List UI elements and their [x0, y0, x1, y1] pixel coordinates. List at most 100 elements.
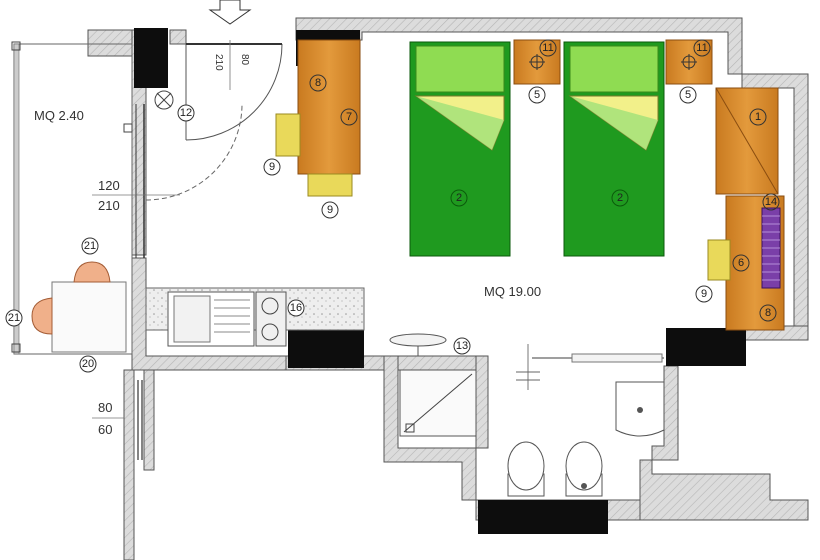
doors: 80 210 120 210 80 60 [92, 0, 664, 460]
marker-chair-1-label: 9 [269, 161, 275, 173]
marker-lamp-2-label: 11 [696, 42, 707, 54]
wall-bathroom-right [639, 365, 809, 521]
marker-chair-3: 9 [695, 285, 713, 303]
shower-drain [405, 423, 415, 433]
bidet [565, 441, 603, 497]
marker-chair-1: 9 [263, 158, 281, 176]
marker-radiator-label: 14 [765, 196, 777, 208]
balcony-corner-tr [123, 123, 133, 133]
wall-shower-right [475, 355, 489, 449]
balcony-door-swing [145, 103, 243, 201]
marker-sink: 13 [453, 337, 471, 355]
column-bottom [478, 500, 608, 534]
marker-bed-2: 2 [611, 189, 629, 207]
marker-bed-2-label: 2 [617, 192, 623, 204]
column-entrance-left [134, 28, 168, 88]
marker-nightstand-1: 5 [528, 86, 546, 104]
bathroom [399, 369, 665, 497]
markers: 1 2 2 5 5 6 7 8 8 9 9 9 11 11 12 13 14 1… [5, 39, 780, 373]
marker-balcony-chair-2: 21 [5, 309, 23, 327]
marker-light-switch: 12 [177, 104, 195, 122]
marker-wardrobe: 1 [749, 108, 767, 126]
towel-rail-icon [516, 371, 540, 381]
marker-desk-label: 6 [738, 257, 744, 269]
balcony-chair-top [73, 261, 111, 283]
marker-bed-1-label: 2 [456, 192, 462, 204]
kitchenette [145, 287, 365, 347]
bathroom-door-dim-line1: 80 [98, 400, 112, 415]
balcony-door-dim-line2: 210 [98, 198, 120, 213]
chair-left-shelf [275, 113, 301, 157]
bed-2-pillow [569, 45, 659, 93]
marker-nightstand-2: 5 [679, 86, 697, 104]
column-kitchen [288, 330, 364, 368]
shower-diagonal [403, 373, 473, 433]
marker-radiator: 14 [762, 193, 780, 211]
marker-table: 20 [79, 355, 97, 373]
furniture [275, 39, 785, 356]
kitchen-drainboard [214, 299, 250, 333]
entrance-door-dim-line1: 80 [239, 54, 250, 66]
marker-mini-bar-right: 8 [759, 304, 777, 322]
wall-top-left [87, 29, 133, 57]
kitchen-sink-basin [173, 295, 211, 343]
marker-chair-2-label: 9 [327, 204, 333, 216]
radiator-fins [762, 215, 780, 281]
marker-balcony-chair-1: 21 [81, 237, 99, 255]
bed-2-sheet-fold-2 [570, 96, 658, 150]
balcony-corner-tl [11, 41, 21, 51]
entrance-door-swing [185, 43, 283, 141]
kitchen-stove [255, 291, 287, 347]
washbasin-13 [389, 333, 447, 347]
entrance-arrow-icon [208, 0, 252, 25]
entrance-door-dim-line2: 210 [213, 54, 224, 71]
wardrobe-diagonal [715, 87, 779, 195]
column-right [666, 328, 746, 366]
bed-1-sheet-fold-2 [416, 96, 504, 150]
marker-bed-1: 2 [450, 189, 468, 207]
marker-mini-bar-right-label: 8 [765, 307, 771, 319]
marker-lamp-1: 11 [539, 39, 557, 57]
chair-desk [707, 239, 731, 281]
balcony-door-dim-line1: 120 [98, 178, 120, 193]
entrance-door-dimension: 80 210 [213, 54, 250, 71]
toilet [507, 441, 545, 497]
bathroom-washbasin [615, 381, 665, 437]
marker-shelf: 7 [340, 108, 358, 126]
marker-chair-3-label: 9 [701, 288, 707, 300]
marker-light-switch-label: 12 [180, 107, 192, 119]
balcony-railing [13, 43, 20, 355]
marker-shelf-label: 7 [346, 111, 352, 123]
balcony: MQ 2.40 [11, 41, 133, 355]
light-switch-icon [154, 90, 174, 110]
marker-balcony-chair-2-label: 21 [8, 312, 20, 324]
marker-mini-bar-left-label: 8 [315, 77, 321, 89]
bathroom-door-dim-line2: 60 [98, 422, 112, 437]
marker-sink-label: 13 [456, 340, 468, 352]
marker-wardrobe-label: 1 [755, 111, 761, 123]
marker-lamp-1-label: 11 [542, 42, 553, 54]
balcony-corner-bl [11, 343, 21, 353]
wall-bathroom-top-right [397, 355, 489, 371]
balcony-table [51, 281, 127, 353]
wall-lower-left [123, 369, 135, 560]
marker-balcony-chair-1-label: 21 [84, 240, 96, 252]
marker-kitchenette-label: 16 [290, 302, 302, 314]
light-switch-cross-b [156, 92, 172, 108]
main-room-area-label: MQ 19.00 [484, 284, 541, 299]
marker-chair-2: 9 [321, 201, 339, 219]
marker-mini-bar-left: 8 [309, 74, 327, 92]
shelf-unit [297, 39, 361, 175]
chair-below-shelf [307, 173, 353, 197]
stove-burner-1 [261, 297, 279, 315]
marker-kitchenette: 16 [287, 299, 305, 317]
bathroom-sliding-door-track [571, 353, 663, 363]
marker-desk: 6 [732, 254, 750, 272]
marker-lamp-2: 11 [693, 39, 711, 57]
wall-lower-left-inner [143, 369, 155, 471]
wall-top-left-2 [169, 29, 187, 45]
marker-nightstand-1-label: 5 [534, 89, 540, 101]
stove-burner-2 [261, 323, 279, 341]
marker-table-label: 20 [82, 358, 94, 370]
